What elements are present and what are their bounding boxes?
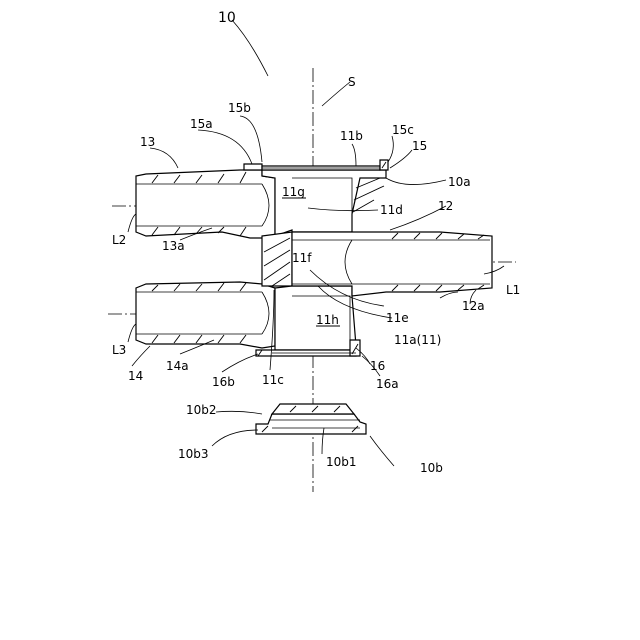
- label-11h: 11h: [316, 313, 339, 327]
- lower-branch-pipe-14: [136, 282, 275, 348]
- label-10b1: 10b1: [326, 455, 357, 469]
- label-14: 14: [128, 369, 143, 383]
- label-10: 10: [218, 10, 236, 26]
- label-13a: 13a: [162, 239, 185, 253]
- label-l1: L1: [506, 283, 520, 297]
- label-11d: 11d: [380, 203, 403, 217]
- label-15c: 15c: [392, 123, 414, 137]
- label-10a: 10a: [448, 175, 471, 189]
- label-15a: 15a: [190, 117, 213, 131]
- label-10b: 10b: [420, 461, 443, 475]
- label-16b: 16b: [212, 375, 235, 389]
- label-10b3: 10b3: [178, 447, 209, 461]
- label-11g: 11g: [282, 185, 305, 199]
- label-16a: 16a: [376, 377, 399, 391]
- label-13: 13: [140, 135, 155, 149]
- label-11b: 11b: [340, 129, 363, 143]
- label-axis-s: S: [348, 75, 356, 89]
- label-15b: 15b: [228, 101, 251, 115]
- label-11a: 11a(11): [394, 333, 441, 347]
- label-11e: 11e: [386, 311, 409, 325]
- label-12a: 12a: [462, 299, 485, 313]
- top-cap-15: [244, 160, 388, 170]
- label-l2: L2: [112, 233, 126, 247]
- label-l3: L3: [112, 343, 126, 357]
- label-14a: 14a: [166, 359, 189, 373]
- label-11f: 11f: [292, 251, 312, 265]
- label-10b2: 10b2: [186, 403, 217, 417]
- label-15: 15: [412, 139, 427, 153]
- label-11c: 11c: [262, 373, 284, 387]
- separate-cap-10b: [256, 404, 366, 434]
- label-16: 16: [370, 359, 385, 373]
- label-12: 12: [438, 199, 453, 213]
